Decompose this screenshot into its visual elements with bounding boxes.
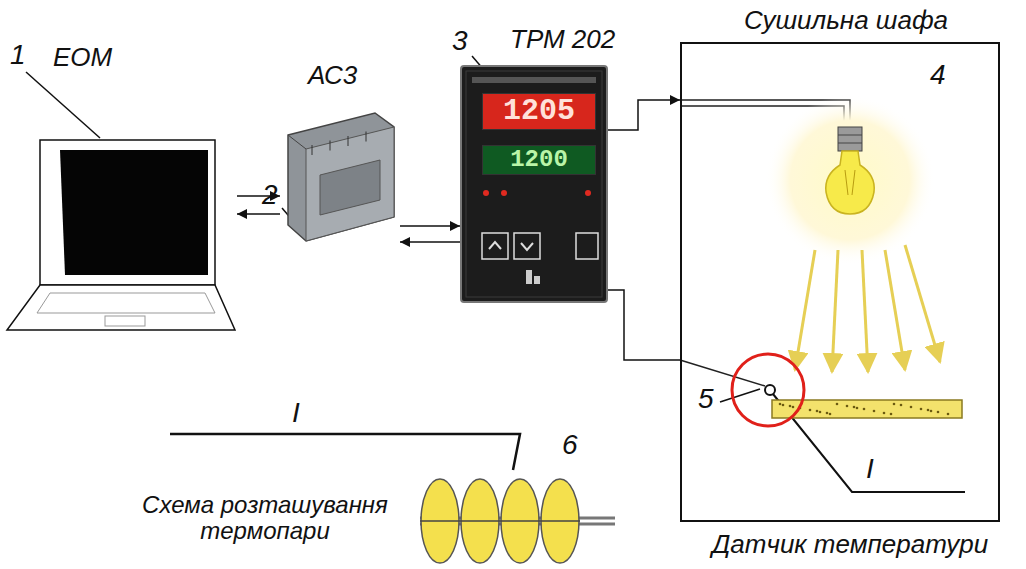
connector	[608, 290, 680, 360]
device-name: АС3	[308, 61, 357, 90]
drying-cabinet: Сушильна шафа	[680, 42, 1000, 522]
device-name: ТРМ 202	[510, 25, 615, 54]
computer-laptop: ЕОМ	[5, 135, 237, 335]
sensor-dot	[765, 385, 775, 395]
interface-converter: АС3	[280, 105, 400, 250]
scheme-caption: Схема розташування термопари	[140, 492, 390, 545]
connector-line	[400, 225, 460, 227]
section-mark: I	[866, 454, 874, 485]
sensor-caption: Датчик температури	[712, 530, 988, 559]
lamp	[765, 95, 935, 265]
callout-number: 3	[452, 26, 468, 57]
display-value: 1205	[482, 93, 596, 130]
leader-lines	[26, 56, 965, 492]
computer-laptop-picture	[5, 135, 237, 335]
cabinet-title: Сушильна шафа	[744, 6, 948, 35]
connector	[608, 100, 680, 130]
callout-number: 5	[698, 384, 714, 415]
callout-number: 1	[10, 40, 26, 71]
light-rays	[795, 245, 940, 372]
temperature-controller: ТРМ 20212051200	[460, 65, 608, 303]
connector	[400, 226, 460, 242]
connector-line	[608, 100, 680, 130]
connector-line	[608, 290, 680, 360]
callout-number: 2	[262, 180, 278, 211]
display-value: 1200	[482, 145, 596, 175]
thermocouple-scheme	[420, 479, 615, 563]
callout-number: 6	[562, 430, 578, 461]
callout-number: 4	[930, 60, 946, 91]
section-mark: I	[292, 398, 300, 429]
sensor-highlight	[732, 354, 804, 426]
connector-line	[400, 241, 460, 243]
device-name: ЕОМ	[53, 43, 112, 72]
connector-line	[237, 213, 280, 215]
interface-converter-picture	[280, 105, 400, 250]
